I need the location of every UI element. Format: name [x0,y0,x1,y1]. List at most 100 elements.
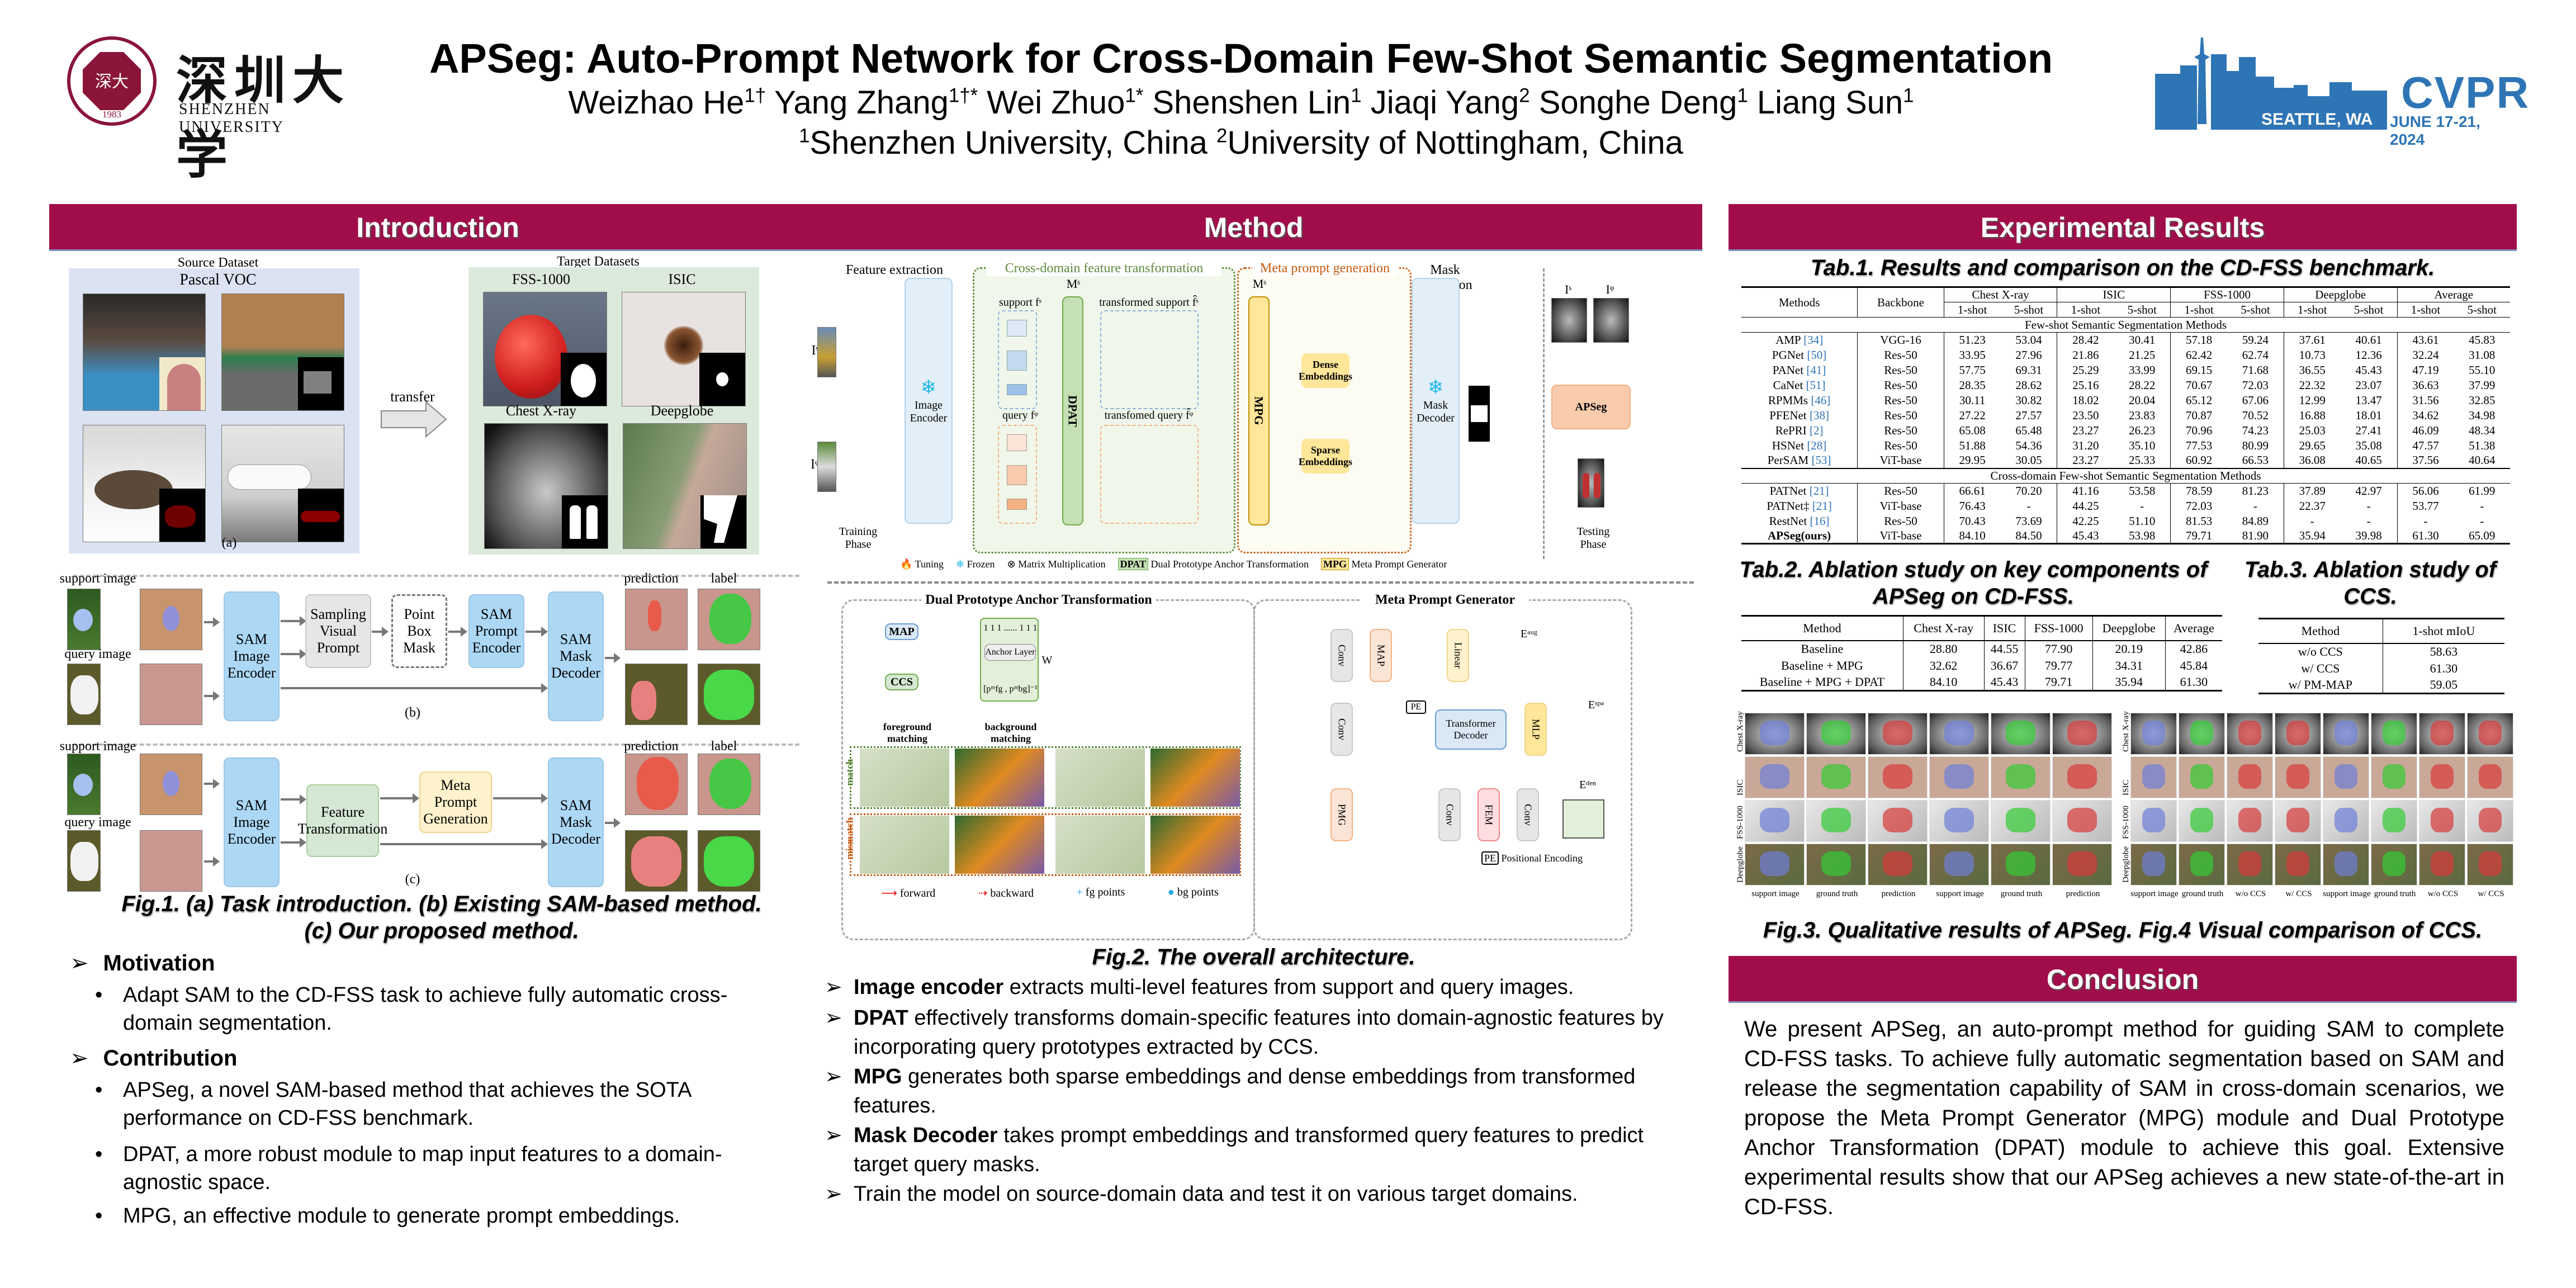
conference-name: CVPR [2401,68,2530,117]
score-cell: 81.53 [2185,514,2213,528]
qualitative-image [2052,713,2112,755]
score-cell: 23.50 [2072,408,2099,422]
qualitative-image [1929,713,1989,755]
query-butterfly-thumb [67,830,101,892]
apple-image [483,292,607,406]
score-cell: 33.95 [1959,348,1986,362]
score-cell: 70.43 [1959,514,1986,528]
score-cell: 46.09 [2412,423,2439,437]
e-den-label: Eᵈᵉⁿ [1579,779,1596,791]
score-cell: - [2480,499,2484,513]
column-label: ground truth [1816,889,1858,898]
score-cell: 25.29 [2072,363,2099,377]
col-header-shot: 1-shot [2411,302,2441,316]
score-cell: 30.82 [2000,392,2058,408]
anchor-layer-container: 1 1 1 ...... 1 1 1 Anchor Layer [pᵐfg , … [980,618,1039,702]
method-name: Baseline + MPG [1741,657,1903,674]
qualitative-image [2467,800,2513,842]
score-cell: 20.19 [2092,640,2166,657]
backward-arrow-icon: ⇢ [978,887,988,899]
score-cell: 71.68 [2227,362,2284,378]
method-name: CaNet [51] [1741,377,1858,393]
pe-block: PE [1406,700,1426,714]
target-datasets-title: Target Datasets [557,254,640,269]
label-butterfly [698,830,760,892]
dense-embedding-cube [1562,799,1604,839]
match-label: match [844,759,855,786]
point-box-mask-block: Point Box Mask [391,594,447,668]
score-cell: 48.34 [2469,423,2496,437]
score-cell: 62.42 [2185,348,2213,362]
qualitative-image [2130,844,2177,886]
anchor-layer-block: Anchor Layer [984,644,1036,661]
method-name: RePRI [2] [1741,423,1858,438]
backbone: Res-50 [1857,423,1944,438]
qualitative-image [1991,800,2051,842]
e-aug-label: Eᵃᵘᵍ [1520,628,1538,640]
score-cell: 28.80 [1903,640,1985,657]
score-cell: 22.37 [2299,499,2326,513]
map-block: MAP [885,623,918,640]
score-cell: 44.55 [1984,640,2025,657]
dense-embeddings-block: Dense Embeddings [1299,353,1352,388]
query-skin-thumb [140,830,202,892]
qualitative-image [2419,756,2465,798]
row-label: Deepglobe [1736,846,1745,883]
score-cell: 42.97 [2340,483,2398,499]
prediction-butterfly [625,830,688,892]
qualitative-image [2467,844,2513,886]
test-output-xray [1578,458,1604,508]
col-header-shot: 1-shot [2071,302,2101,316]
score-cell: 62.74 [2227,347,2284,363]
backbone: Res-50 [1857,438,1944,453]
column-label: support image [2323,889,2371,898]
divider [73,575,799,577]
otimes-icon: ⊗ [1007,558,1016,570]
query-butterfly-fg-mismatch [955,816,1044,874]
score-cell: 28.42 [2072,333,2099,347]
row-label: FSS-1000 [2122,805,2130,839]
affiliations: 1Shenzhen University, China 2University … [391,124,2091,162]
score-cell: 45.84 [2180,658,2208,673]
score-cell: 66.61 [1959,484,1986,498]
person-image [83,293,206,411]
score-cell: 40.61 [2340,332,2398,348]
conclusion-text: We present APSeg, an auto-prompt method … [1744,1017,2504,1219]
author-list: Weizhao He1† Yang Zhang1†* Wei Zhuo1* Sh… [391,84,2091,121]
phase-divider [1543,268,1545,559]
training-phase-label: Training Phase [839,525,878,551]
score-cell: 57.18 [2185,333,2213,347]
query-butterfly-thumb [67,664,101,725]
mask-decoder-label: Mask Decoder [1417,399,1455,424]
input-support-label: Iˢ [811,343,819,358]
row-label: FSS-1000 [1736,805,1745,839]
figure-label-b: (b) [405,705,420,720]
column-label: ground truth [2181,889,2224,898]
qualitative-image [1929,800,1989,842]
snowflake-icon: ❄ [920,377,937,399]
qualitative-image [1929,844,1989,886]
poster-title: APSeg: Auto-Prompt Network for Cross-Dom… [429,35,2053,82]
col-header-shot: 1-shot [2184,302,2214,316]
sam-mask-decoder-block: SAM Mask Decoder [548,591,604,721]
query-image-label: query image [64,647,131,661]
dpat-block: DPAT [1062,296,1083,525]
col-header-shot: 5-shot [2000,302,2058,318]
column-label: ground truth [2000,889,2043,898]
support-butterfly-thumb [67,589,101,650]
score-cell: 30.05 [2000,453,2058,468]
score-cell: 61.30 [2412,528,2439,542]
score-cell: 69.31 [2000,362,2058,378]
score-cell: 18.02 [2072,393,2099,407]
score-cell: - [2340,513,2398,529]
score-cell: 51.88 [1959,438,1986,452]
qualitative-image [2467,756,2513,798]
col-header: Deepglobe [2092,615,2166,641]
seattle-skyline-icon [2155,37,2387,130]
source-dataset-title: Source Dataset [177,255,259,270]
column-label: prediction [2066,889,2100,898]
